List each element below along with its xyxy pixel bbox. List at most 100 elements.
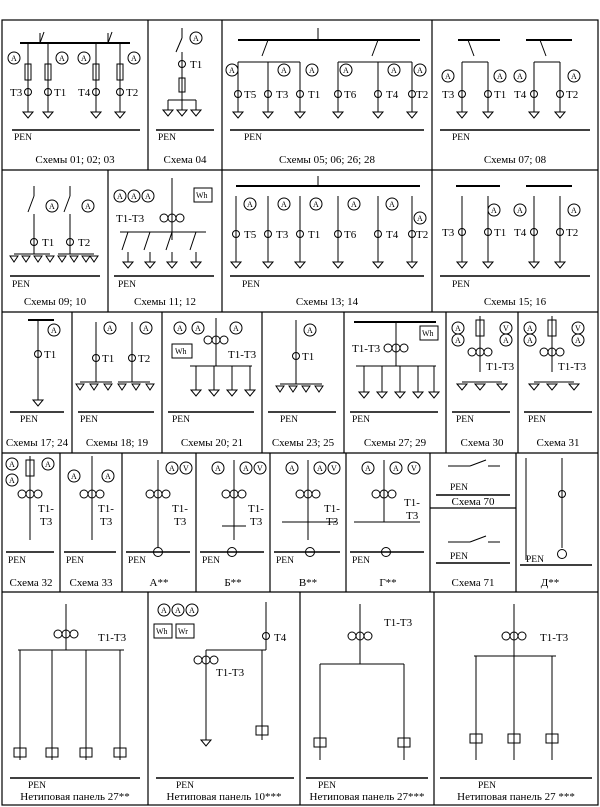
transformer-label: T1-T3	[540, 632, 569, 644]
panel-caption: Схемы 09; 10	[24, 296, 87, 308]
panel-71	[448, 535, 500, 543]
panel-caption: Схема 70	[452, 496, 495, 508]
ammeter-letter: A	[491, 206, 497, 215]
transformer-label: T3	[40, 516, 53, 528]
voltmeter-letter: V	[503, 324, 509, 333]
transformer-label: T1	[308, 89, 320, 101]
ammeter-letter: A	[281, 66, 287, 75]
transformer-label: T1-	[172, 503, 188, 515]
ammeter-letter: A	[351, 200, 357, 209]
transformer-label: T3	[442, 89, 455, 101]
panel-caption: Нетиповая панель 10***	[167, 791, 282, 803]
ammeter-letter: A	[417, 66, 423, 75]
pen-label: PEN	[202, 556, 220, 566]
transformer-label: T1-T3	[98, 632, 127, 644]
ammeter-letter: A	[571, 206, 577, 215]
pen-label: PEN	[452, 280, 470, 290]
ammeter-letter: A	[229, 66, 235, 75]
ammeter-letter: A	[393, 464, 399, 473]
ammeter-letter: A	[309, 66, 315, 75]
panel-caption: Б**	[224, 577, 241, 589]
transformer-label: T2	[78, 237, 90, 249]
ammeter-letter: A	[527, 324, 533, 333]
panel-32	[5, 456, 55, 540]
transformer-label: T5	[244, 229, 257, 241]
ammeter-letter: A	[189, 606, 195, 615]
panel-caption: Схемы 23; 25	[272, 437, 335, 449]
transformer-label: T3	[326, 516, 339, 528]
transformer-label: T1	[102, 353, 114, 365]
pen-label: PEN	[352, 415, 370, 425]
ammeter-letter: A	[517, 72, 523, 81]
panel-captions: Схемы 01; 02; 03 Схема 04 Схемы 05; 06; …	[6, 154, 580, 803]
ammeter-letter: A	[317, 464, 323, 473]
transformer-label: T3	[250, 516, 263, 528]
voltmeter-letters: V V V V V V	[183, 324, 581, 473]
meter-box-letters: Wh Wh Wh Wh Wr	[156, 191, 434, 636]
transformer-label: T1	[190, 59, 202, 71]
panel-caption: Схемы 13; 14	[296, 296, 359, 308]
panel-20	[171, 318, 257, 397]
wattmeter-letter: Wh	[175, 347, 187, 356]
pen-label: PEN	[242, 280, 260, 290]
ammeter-letter: A	[195, 324, 201, 333]
panel-d	[525, 458, 567, 560]
panel-caption: Д**	[541, 577, 560, 589]
transformer-label: T2	[138, 353, 150, 365]
transformer-label: T1-T3	[384, 617, 413, 629]
transformer-label: T2	[416, 229, 428, 241]
voltmeter-letter: V	[331, 464, 337, 473]
pen-bus-lines	[6, 129, 592, 779]
panel-15	[455, 185, 581, 269]
transformer-label: T3	[442, 227, 455, 239]
transformer-label: T3	[276, 89, 289, 101]
panel-a	[145, 460, 193, 557]
transformer-label: T1	[308, 229, 320, 241]
panel-01	[7, 31, 141, 119]
transformer-label: T1	[44, 349, 56, 361]
panel-nt-27c	[469, 604, 559, 760]
pen-label: PEN	[450, 483, 468, 493]
panel-caption: Схемы 11; 12	[134, 296, 196, 308]
ammeter-letter: A	[59, 54, 65, 63]
transformer-label: T4	[514, 89, 527, 101]
panel-caption: Схемы 01; 02; 03	[35, 154, 115, 166]
ammeter-letter: A	[81, 54, 87, 63]
ammeter-letter: A	[51, 326, 57, 335]
pen-labels: PEN PEN PEN PEN PEN PEN PEN PEN PEN PEN …	[8, 133, 546, 791]
transformer-label: T1	[54, 87, 66, 99]
transformer-label: T3	[100, 516, 113, 528]
transformer-label: T4	[514, 227, 527, 239]
ammeter-letters: A A A A A A A A A A A A A A A A A A A A …	[9, 34, 581, 615]
transformer-label: T4	[274, 632, 287, 644]
panel-caption: Схемы 27; 29	[364, 437, 427, 449]
ammeter-letter: A	[193, 34, 199, 43]
pen-label: PEN	[456, 415, 474, 425]
transformer-label: T6	[344, 89, 357, 101]
panel-g	[354, 460, 421, 557]
transformer-label: T4	[78, 87, 91, 99]
panel-caption: В**	[299, 577, 317, 589]
pen-label: PEN	[20, 415, 38, 425]
panel-caption: Схемы 17; 24	[6, 437, 69, 449]
transformer-label: T1	[494, 89, 506, 101]
ammeter-letter: A	[145, 192, 151, 201]
voltmeter-letter: V	[575, 324, 581, 333]
transformer-label: T1-	[324, 503, 340, 515]
ammeter-letter: A	[571, 72, 577, 81]
panel-04	[161, 28, 203, 117]
pen-label: PEN	[14, 133, 32, 143]
pen-label: PEN	[244, 133, 262, 143]
panel-caption: Схемы 15; 16	[484, 296, 547, 308]
panel-caption: Схемы 18; 19	[86, 437, 149, 449]
transformer-label: T5	[244, 89, 257, 101]
panel-23	[275, 320, 324, 393]
transformer-label: T3	[174, 516, 187, 528]
transformer-label: T3	[10, 87, 23, 99]
panel-caption: Схема 71	[452, 577, 495, 589]
panel-nt-27b	[313, 604, 411, 760]
panel-05	[225, 28, 427, 119]
pen-label: PEN	[80, 415, 98, 425]
ammeter-letter: A	[105, 472, 111, 481]
